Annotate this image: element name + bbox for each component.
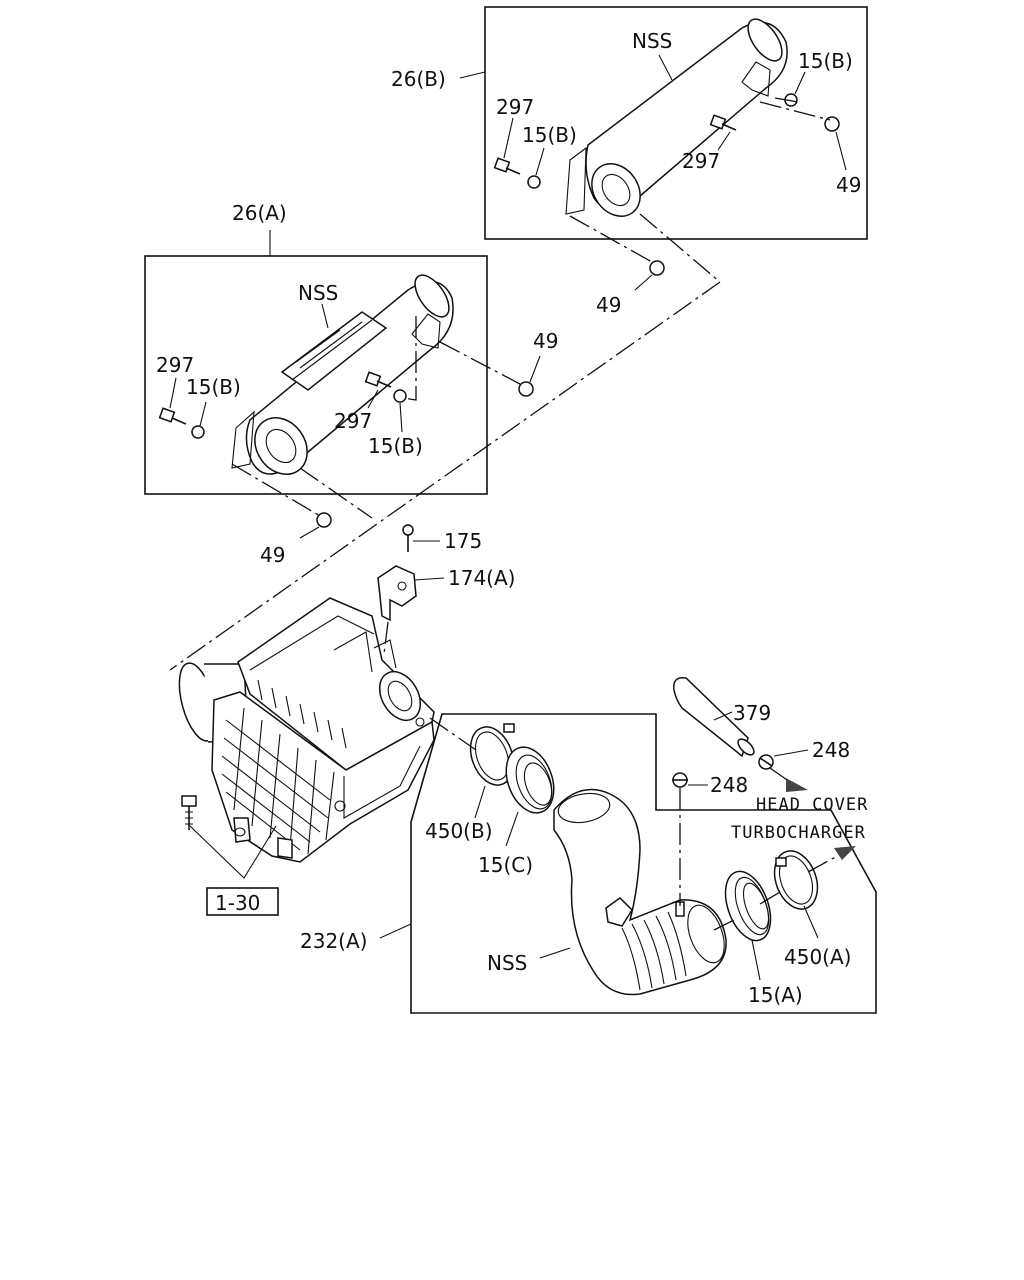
label-15b-a1: 15(B): [186, 375, 241, 399]
label-26a: 26(A): [232, 201, 287, 225]
clamp-450a: [773, 850, 819, 910]
nut-15b-a1: [191, 425, 205, 439]
nut-15b-b1: [527, 175, 541, 189]
air-duct: [553, 788, 727, 996]
label-175: 175: [444, 529, 482, 553]
clip-248-upper: [758, 754, 774, 770]
box-232a: [410, 713, 877, 1014]
label-15b-b1: 15(B): [522, 123, 577, 147]
label-nss-a: NSS: [298, 281, 338, 305]
label-1-30: 1-30: [215, 891, 260, 915]
label-297-b1: 297: [496, 95, 534, 119]
intake-pipe-26b: [565, 18, 788, 217]
label-49-a-low: 49: [260, 543, 285, 567]
label-26b: 26(B): [391, 67, 446, 91]
label-turbocharger: TURBOCHARGER: [731, 823, 866, 843]
label-174a: 174(A): [448, 566, 515, 590]
box-1-30: [206, 887, 279, 916]
bolt-297-a2: [364, 371, 392, 388]
bolt-297-b2: [709, 114, 737, 131]
nut-49-a-low: [316, 512, 332, 528]
label-248-lower: 248: [710, 773, 748, 797]
nut-49-r: [824, 116, 840, 132]
label-379: 379: [733, 701, 771, 725]
nut-15b-a2: [393, 389, 407, 403]
label-49-mid: 49: [596, 293, 621, 317]
ring-15c: [505, 746, 555, 814]
nut-49-mid: [649, 260, 665, 276]
bolt-297-b1: [493, 157, 521, 175]
clamp-450b: [469, 723, 515, 786]
hose-379: [673, 677, 755, 758]
label-nss-b: NSS: [632, 29, 672, 53]
label-297-b2: 297: [682, 149, 720, 173]
label-297-a1: 297: [156, 353, 194, 377]
ring-15a: [724, 870, 772, 942]
label-nss-duct: NSS: [487, 951, 527, 975]
sensor-174a: [377, 565, 417, 622]
label-49-r: 49: [836, 173, 861, 197]
box-26a: [144, 255, 488, 495]
label-head-cover: HEAD COVER: [756, 795, 868, 815]
nut-49-a-r: [518, 381, 534, 397]
label-15b-a2: 15(B): [368, 434, 423, 458]
air-cleaner-assembly: [178, 597, 435, 863]
label-297-a2: 297: [334, 409, 372, 433]
label-15b-b2: 15(B): [798, 49, 853, 73]
label-450a: 450(A): [784, 945, 851, 969]
label-450b: 450(B): [425, 819, 493, 843]
label-232a: 232(A): [300, 929, 367, 953]
label-248-upper: 248: [812, 738, 850, 762]
box-26b: [484, 6, 868, 240]
intake-pipe-26a: [231, 274, 454, 475]
arrow-head-cover: [786, 778, 808, 792]
clip-248-lower: [672, 772, 688, 788]
arrow-turbocharger: [834, 846, 856, 860]
label-49-a-r: 49: [533, 329, 558, 353]
screw-175: [402, 524, 414, 552]
label-15a: 15(A): [748, 983, 803, 1007]
bolt-1-30: [181, 795, 197, 830]
bolt-297-a1: [158, 407, 187, 425]
label-15c: 15(C): [478, 853, 533, 877]
